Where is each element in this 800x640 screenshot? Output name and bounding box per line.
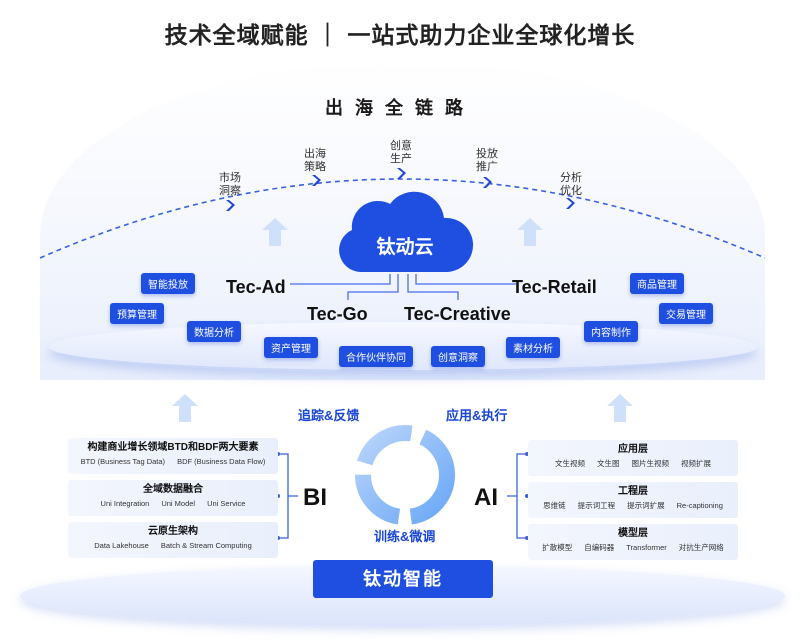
- chevron-icon: [397, 168, 406, 179]
- cycle-label-execute: 应用&执行: [446, 408, 508, 423]
- up-arrow-icon: [517, 218, 543, 246]
- ai-panel: 应用层文生视频文生图图片生视频视频扩展: [528, 440, 738, 476]
- product-tec-ad: Tec-Ad: [226, 277, 286, 297]
- chain-title: 出海全链路: [325, 98, 475, 118]
- page-title: 技术全域赋能 ｜ 一站式助力企业全球化增长: [164, 22, 636, 48]
- tag: 合作伙伴协同: [339, 346, 413, 367]
- core-label: 钛动智能: [313, 560, 493, 598]
- stage-4: 投放推广: [476, 148, 498, 173]
- stage-2: 出海策略: [304, 148, 326, 173]
- tag: 智能投放: [141, 273, 195, 294]
- product-tec-creative: Tec-Creative: [404, 304, 511, 324]
- stage-3: 创意生产: [390, 140, 412, 165]
- product-tec-retail: Tec-Retail: [512, 277, 597, 297]
- tag: 创意洞察: [431, 346, 485, 367]
- stage-5: 分析优化: [560, 172, 582, 197]
- up-arrow-icon: [262, 218, 288, 246]
- stage-1: 市场洞察: [219, 172, 241, 197]
- cloud-label: 钛动云: [376, 237, 434, 258]
- tag: 数据分析: [187, 321, 241, 342]
- chevron-icon: [312, 175, 321, 186]
- tag: 内容制作: [584, 321, 638, 342]
- cycle-ring-icon: [355, 425, 455, 525]
- cycle-label-feedback: 追踪&反馈: [298, 408, 360, 423]
- tag: 商品管理: [630, 273, 684, 294]
- ai-label: AI: [474, 484, 498, 511]
- tag: 素材分析: [506, 337, 560, 358]
- tag: 交易管理: [659, 303, 713, 324]
- tag: 资产管理: [264, 337, 318, 358]
- tag: 预算管理: [110, 303, 164, 324]
- product-tec-go: Tec-Go: [307, 304, 368, 324]
- bi-label: BI: [303, 484, 327, 511]
- chevron-icon: [483, 177, 492, 188]
- up-arrow-icon: [607, 394, 633, 422]
- chevron-icon: [226, 200, 235, 211]
- cycle-label-train: 训练&微调: [374, 529, 436, 544]
- chevron-icon: [566, 198, 575, 209]
- cloud-icon: [339, 191, 474, 272]
- up-arrow-icon: [172, 394, 198, 422]
